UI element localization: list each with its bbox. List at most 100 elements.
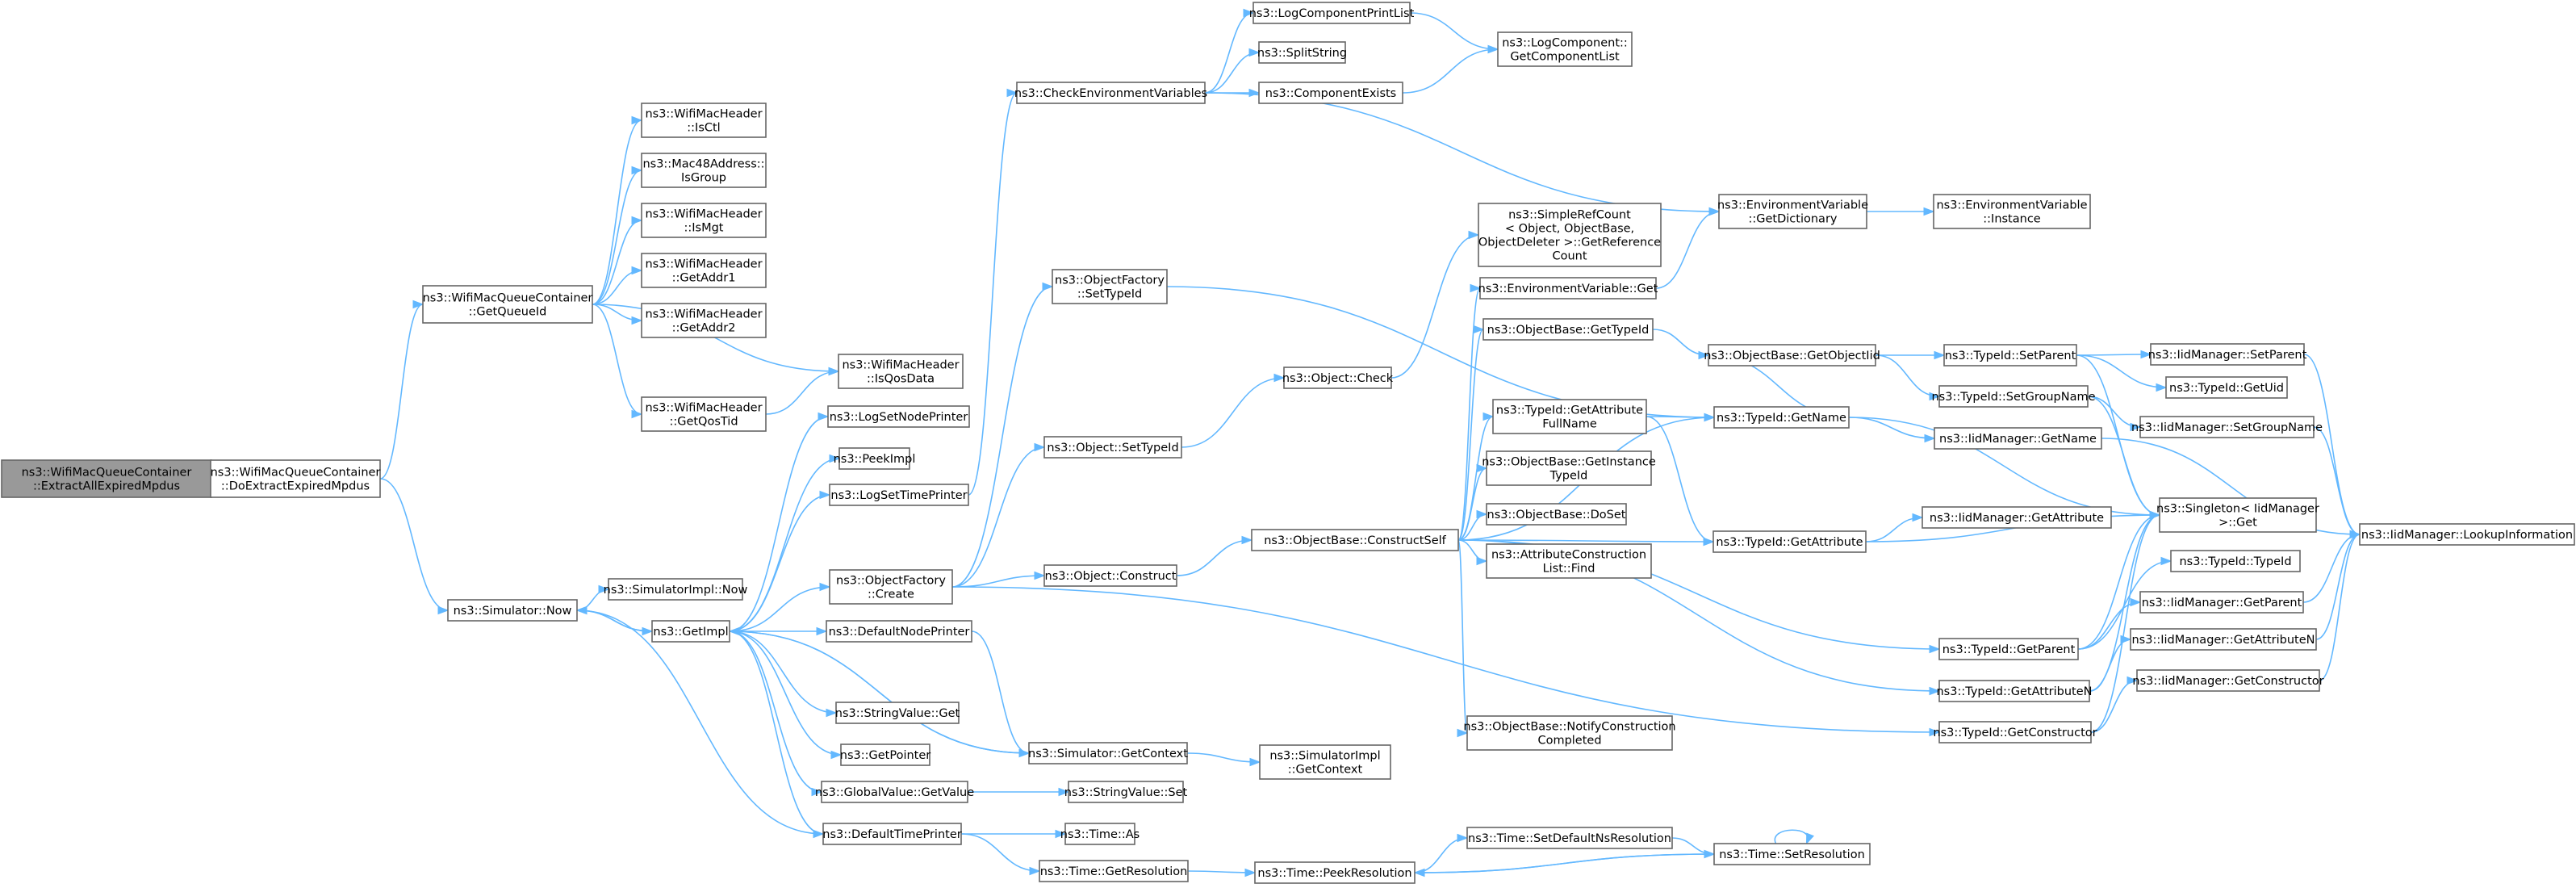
node-n6[interactable]: ns3::WifiMacHeader::IsMgt — [641, 203, 767, 238]
node-box[interactable] — [1713, 843, 1871, 865]
node-n65[interactable]: ns3::IidManager::SetParent — [2148, 343, 2307, 366]
node-n48[interactable]: ns3::ObjectBase::GetObjectIid — [1704, 344, 1880, 367]
node-n19[interactable]: ns3::GetPointer — [840, 743, 931, 766]
node-box[interactable] — [1943, 344, 2077, 367]
node-box[interactable] — [838, 354, 964, 389]
node-box[interactable] — [1486, 543, 1652, 579]
node-box[interactable] — [1482, 318, 1654, 341]
node-box[interactable] — [1708, 344, 1876, 367]
node-n26[interactable]: ns3::Simulator::GetContext — [1028, 742, 1188, 764]
node-box[interactable] — [641, 396, 767, 432]
node-n27[interactable]: ns3::StringValue::Set — [1064, 781, 1188, 803]
node-n1[interactable]: ns3::WifiMacQueueContainer::DoExtractExp… — [210, 459, 381, 498]
node-n16[interactable]: ns3::ObjectFactory::Create — [829, 569, 953, 605]
node-box[interactable] — [821, 781, 968, 803]
node-n18[interactable]: ns3::StringValue::Get — [835, 702, 960, 724]
node-n66[interactable]: ns3::TypeId::GetUid — [2165, 376, 2288, 399]
node-box[interactable] — [1028, 742, 1188, 764]
node-box[interactable] — [1039, 860, 1189, 882]
node-box[interactable] — [1, 459, 212, 498]
node-box[interactable] — [1043, 564, 1177, 587]
node-n25[interactable]: ns3::Object::Construct — [1043, 564, 1177, 587]
node-box[interactable] — [422, 285, 593, 324]
node-n49[interactable]: ns3::TypeId::GetName — [1713, 406, 1850, 429]
node-n15[interactable]: ns3::LogSetTimePrinter — [829, 484, 969, 506]
node-box[interactable] — [1938, 385, 2089, 408]
node-n28[interactable]: ns3::Time::As — [1060, 823, 1140, 845]
node-box[interactable] — [1713, 406, 1850, 429]
node-n31[interactable]: ns3::SplitString — [1257, 41, 1347, 64]
node-box[interactable] — [829, 484, 969, 506]
node-box[interactable] — [1497, 31, 1633, 67]
node-n68[interactable]: ns3::IidManager::LookupInformation — [2359, 523, 2575, 546]
node-box[interactable] — [608, 578, 743, 601]
node-n29[interactable]: ns3::Time::GetResolution — [1039, 860, 1189, 882]
node-n67[interactable]: ns3::IidManager::SetGroupName — [2131, 416, 2323, 438]
node-n43[interactable]: ns3::ObjectBase::DoSet — [1486, 503, 1627, 526]
node-n38[interactable]: ns3::SimpleRefCount< Object, ObjectBase,… — [1478, 203, 1662, 267]
node-box[interactable] — [829, 569, 953, 605]
node-box[interactable] — [1479, 277, 1657, 299]
node-n23[interactable]: ns3::ObjectFactory::SetTypeId — [1052, 269, 1168, 304]
node-box[interactable] — [1283, 367, 1392, 389]
node-box[interactable] — [1712, 530, 1867, 553]
node-box[interactable] — [1259, 744, 1391, 780]
node-n21[interactable]: ns3::DefaultTimePrinter — [822, 823, 962, 845]
node-n7[interactable]: ns3::WifiMacHeader::GetAddr1 — [641, 253, 767, 288]
node-box[interactable] — [2136, 669, 2320, 692]
node-box[interactable] — [1486, 503, 1627, 526]
node-n8[interactable]: ns3::WifiMacHeader::GetAddr2 — [641, 303, 767, 338]
node-box[interactable] — [1933, 194, 2091, 229]
node-n5[interactable]: ns3::Mac48Address::IsGroup — [641, 153, 767, 188]
node-n64[interactable]: ns3::IidManager::GetConstructor — [2132, 669, 2324, 692]
node-n17[interactable]: ns3::DefaultNodePrinter — [826, 620, 972, 643]
node-n20[interactable]: ns3::GlobalValue::GetValue — [815, 781, 974, 803]
node-n51[interactable]: ns3::TypeId::GetParent — [1938, 638, 2079, 660]
node-n11[interactable]: ns3::SimulatorImpl::Now — [604, 578, 748, 601]
node-n12[interactable]: ns3::GetImpl — [651, 620, 730, 643]
node-n0[interactable]: ns3::WifiMacQueueContainer::ExtractAllEx… — [1, 459, 212, 498]
node-box[interactable] — [1938, 721, 2092, 743]
node-n24[interactable]: ns3::Object::SetTypeId — [1043, 436, 1182, 459]
node-n13[interactable]: ns3::LogSetNodePrinter — [827, 405, 970, 428]
node-box[interactable] — [2159, 497, 2317, 533]
node-box[interactable] — [822, 823, 962, 845]
node-n52[interactable]: ns3::TypeId::GetAttributeN — [1936, 680, 2093, 702]
node-box[interactable] — [2165, 376, 2288, 399]
node-n34[interactable]: ns3::ObjectBase::ConstructSelf — [1251, 529, 1459, 551]
node-n2[interactable]: ns3::WifiMacQueueContainer::GetQueueId — [422, 285, 593, 324]
node-n4[interactable]: ns3::WifiMacHeader::IsCtl — [641, 103, 767, 138]
node-box[interactable] — [1254, 861, 1416, 884]
node-box[interactable] — [1258, 82, 1403, 104]
node-n30[interactable]: ns3::LogComponentPrintList — [1249, 2, 1415, 24]
node-box[interactable] — [1938, 638, 2079, 660]
node-box[interactable] — [1016, 82, 1206, 104]
node-box[interactable] — [1492, 399, 1647, 434]
node-box[interactable] — [826, 620, 972, 643]
node-box[interactable] — [1068, 781, 1184, 803]
node-box[interactable] — [1043, 436, 1182, 459]
node-box[interactable] — [1922, 506, 2112, 529]
node-box[interactable] — [447, 599, 578, 622]
node-n61[interactable]: ns3::TypeId::TypeId — [2170, 550, 2301, 572]
node-n55[interactable]: ns3::EnvironmentVariable::Instance — [1933, 194, 2091, 229]
node-n39[interactable]: ns3::EnvironmentVariable::Get — [1478, 277, 1658, 299]
node-box[interactable] — [840, 743, 930, 766]
node-n53[interactable]: ns3::TypeId::GetConstructor — [1933, 721, 2097, 743]
node-box[interactable] — [838, 447, 910, 470]
node-box[interactable] — [1938, 680, 2090, 702]
node-box[interactable] — [2139, 591, 2304, 614]
node-n10[interactable]: ns3::WifiMacHeader::IsQosData — [838, 354, 964, 389]
node-box[interactable] — [1052, 269, 1168, 304]
node-box[interactable] — [651, 620, 730, 643]
node-box[interactable] — [641, 103, 767, 138]
node-box[interactable] — [641, 303, 767, 338]
node-n32[interactable]: ns3::ComponentExists — [1258, 82, 1403, 104]
node-box[interactable] — [2139, 416, 2315, 438]
node-box[interactable] — [2150, 343, 2305, 366]
node-n37[interactable]: ns3::LogComponent::GetComponentList — [1497, 31, 1633, 67]
node-n58[interactable]: ns3::IidManager::GetName — [1934, 427, 2102, 450]
node-box[interactable] — [1252, 2, 1411, 24]
node-box[interactable] — [210, 459, 381, 498]
